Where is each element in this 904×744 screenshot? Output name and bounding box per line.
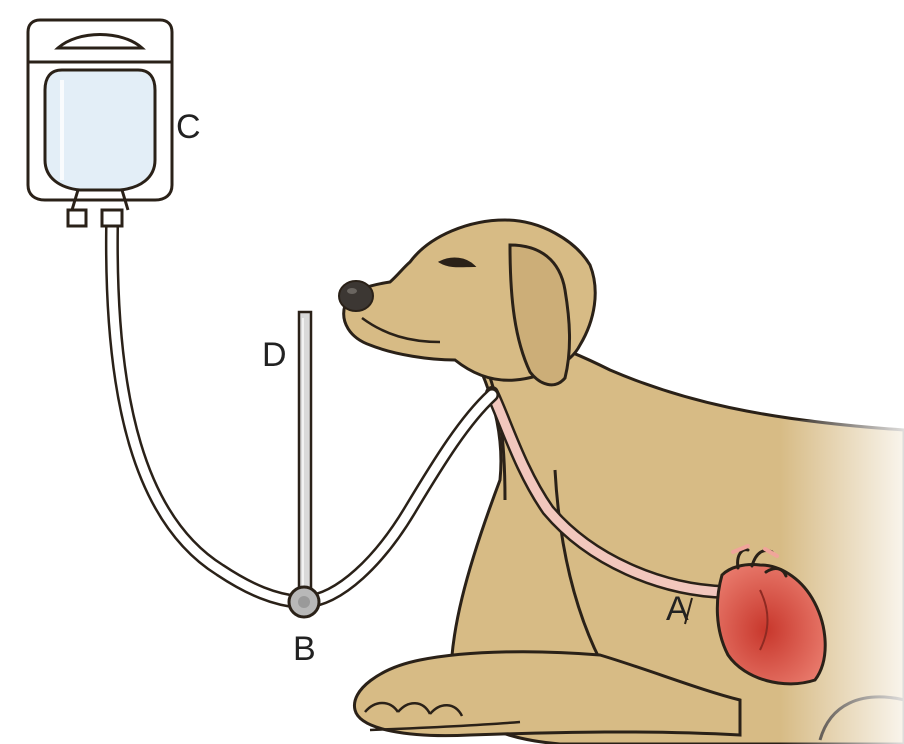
iv-bag-port-left	[68, 210, 86, 226]
tube-bag-to-valve	[112, 228, 300, 602]
tube-valve-to-artery-inner	[304, 395, 492, 602]
iv-bag	[28, 20, 172, 226]
label-b: B	[293, 630, 316, 668]
label-d: D	[262, 336, 287, 374]
stopcock-valve-center	[298, 596, 310, 608]
tube-bag-to-valve-inner	[112, 228, 300, 602]
label-c: C	[176, 108, 201, 146]
iv-bag-port-right	[102, 210, 122, 226]
manometer-tube	[299, 312, 311, 594]
dog-nose	[339, 281, 373, 311]
dog-nose-highlight	[347, 288, 357, 294]
